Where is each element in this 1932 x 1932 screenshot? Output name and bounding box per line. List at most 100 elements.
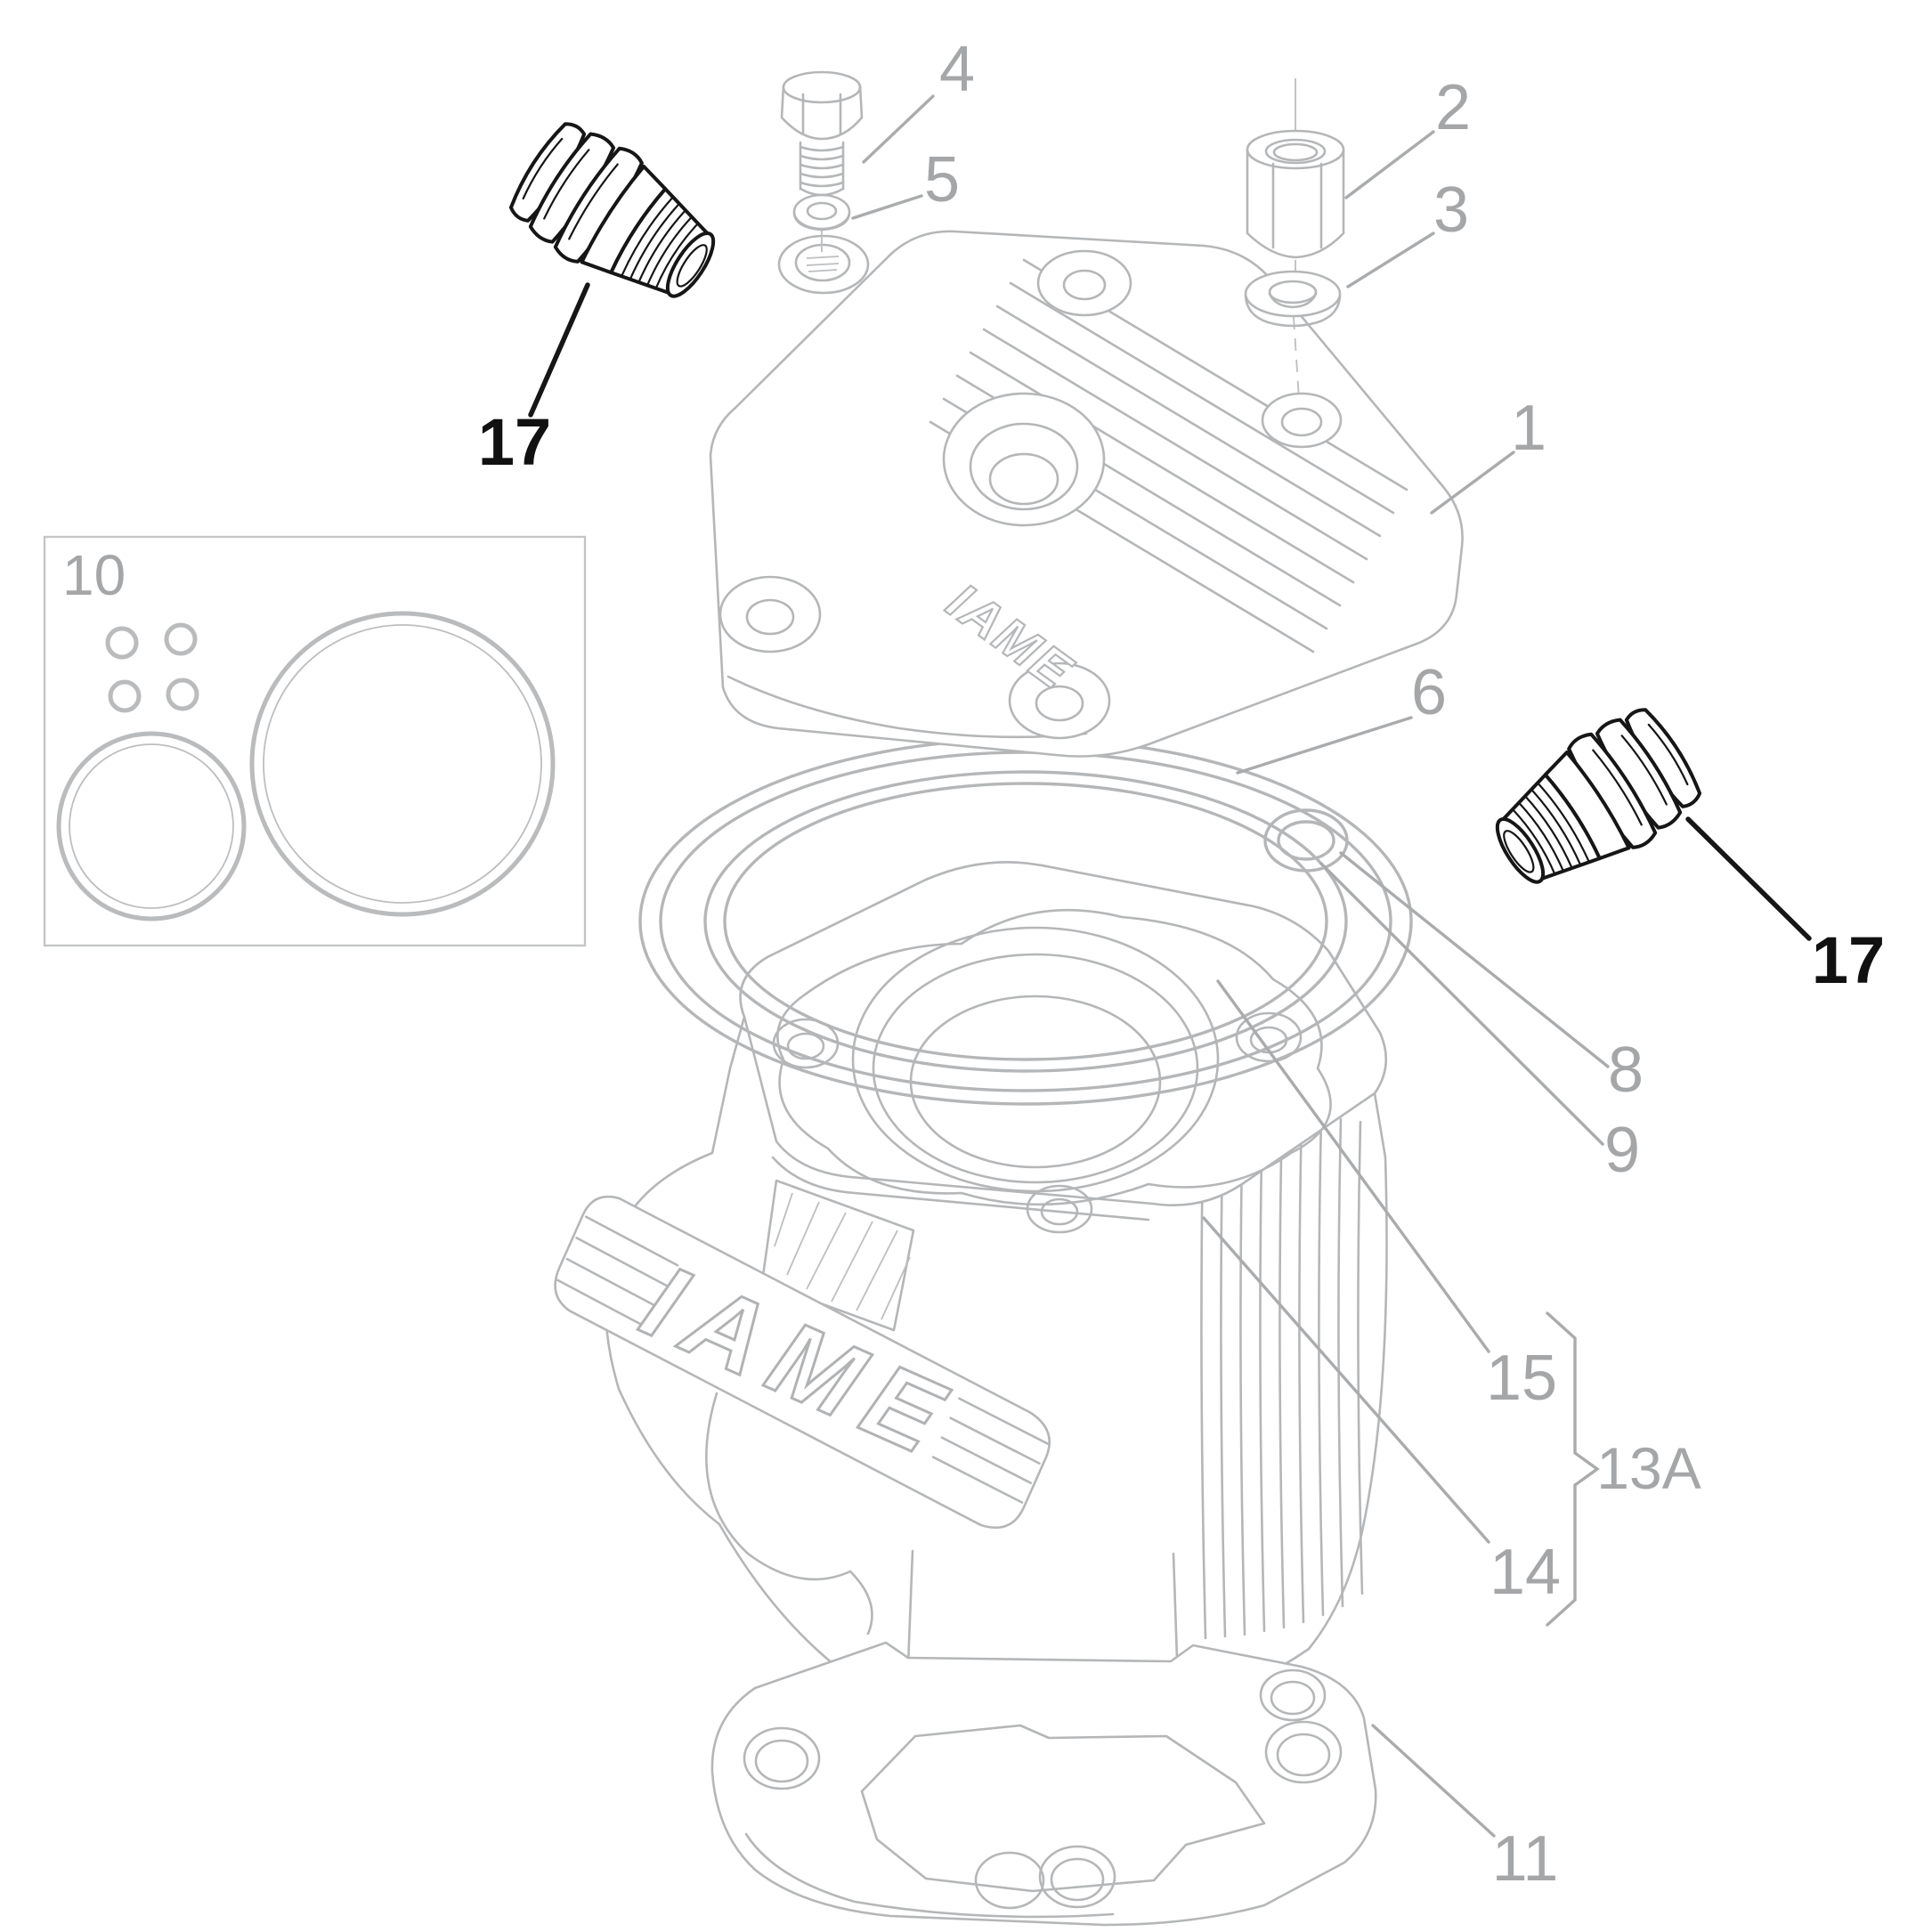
cylinder-lobe (848, 1570, 873, 1636)
flange-bolt-hole (974, 1851, 1045, 1910)
fitting-barb (1567, 732, 1658, 849)
part-label-17-left: 17 (478, 405, 551, 479)
spark-plug-hole (969, 422, 1079, 511)
part-label-15: 15 (1486, 1343, 1557, 1414)
kit-small-oring-1 (105, 626, 139, 660)
part-label-9: 9 (1604, 1115, 1640, 1186)
inner-gasket-ring (703, 770, 1348, 1073)
leader-part-14 (1202, 1216, 1490, 1544)
cover-fin (1009, 281, 1395, 515)
deck-stud-hole (1026, 1184, 1093, 1234)
bolt-head-facets (801, 93, 842, 135)
fitting-bore-inner (1503, 830, 1535, 873)
leader-part-17-left (528, 282, 590, 418)
flange-bolt-hole-inner (1276, 1733, 1331, 1777)
leader-part-1 (1430, 451, 1515, 515)
flange-bolt-hole (1259, 1668, 1327, 1722)
flange-thickness-edge (744, 1832, 1115, 1919)
logo-plate-rib (556, 1279, 651, 1330)
cylinder-fin (1298, 1112, 1305, 1624)
oring-kit-box: 10 (43, 535, 587, 947)
logo-plate-rib (949, 1417, 1041, 1465)
kit-medium-oring-inner (69, 743, 234, 909)
hatch-line (774, 1192, 793, 1247)
kit-box-outline (43, 535, 587, 947)
leader-part-6 (1236, 716, 1413, 775)
cylinder-lobe (705, 1392, 852, 1581)
bolt-head-top (782, 70, 862, 104)
bracket-part-13a (1546, 1311, 1600, 1627)
part-label-4: 4 (939, 34, 975, 105)
leader-part-9 (1319, 862, 1604, 1146)
cover-boss-front-hole (1035, 685, 1084, 722)
hatch-line (786, 1201, 820, 1276)
flange-bolt-hole (1038, 1845, 1116, 1909)
flange-bolt-hole-inner (1050, 1857, 1105, 1902)
nut-hole (1264, 138, 1327, 165)
cover-boss-rear-hole (1062, 269, 1107, 301)
flange-center-cutout (860, 1724, 1266, 1893)
base-flange (710, 1641, 1377, 1927)
logo-plate-rib (940, 1436, 1033, 1484)
part-label-13a: 13A (1596, 1435, 1701, 1501)
cylinder-bore-outer (851, 926, 1220, 1193)
part-label-2: 2 (1435, 72, 1471, 143)
cover-skirt-edge (727, 675, 1088, 739)
kit-small-oring-3 (108, 679, 142, 713)
fitting-bore-inner (676, 244, 708, 288)
cylinder-fin (1337, 1117, 1344, 1608)
nut-body (1246, 148, 1345, 259)
flange-bolt-hole-inner (1270, 1680, 1316, 1716)
hex-nut (1246, 129, 1345, 259)
nut-facets (1271, 162, 1323, 249)
leader-part-4 (862, 94, 935, 164)
cylinder-fin (1279, 1109, 1286, 1629)
kit-medium-oring-outer (56, 731, 247, 921)
part-label-3: 3 (1433, 175, 1469, 246)
cylinder-fin (1357, 1120, 1364, 1595)
bolt-threads (799, 145, 845, 188)
hatch-line (856, 1230, 898, 1311)
fitting-barb (553, 146, 644, 264)
plug-bolt (780, 70, 864, 197)
flange-outline (710, 1641, 1377, 1927)
cover-boss-left (718, 575, 822, 653)
part-label-5: 5 (924, 144, 960, 215)
fitting-barb (528, 132, 616, 244)
leader-part-5 (851, 194, 923, 220)
logo-plate-rib (584, 1215, 679, 1267)
leader-part-8 (1339, 851, 1610, 1068)
part-label-17-right: 17 (1812, 923, 1885, 997)
hose-fitting-right (1495, 708, 1702, 884)
logo-plate-rib (565, 1257, 661, 1309)
part-label-10: 10 (62, 543, 126, 607)
fitting-bore-opening (665, 231, 716, 298)
washer3-hole-depth (1268, 292, 1318, 309)
flange-bolt-hole (743, 1726, 821, 1790)
cylinder-head-cover: IAME (709, 230, 1464, 758)
cover-boss-rear (1036, 249, 1132, 317)
cylinder-fin (1318, 1115, 1325, 1617)
washer5-hole (806, 201, 838, 221)
cylinder-deck-plate (739, 861, 1388, 1206)
washer5-outer (792, 193, 851, 231)
deck-stud-hole-inner (1040, 1197, 1079, 1226)
cover-boss-right (1261, 392, 1343, 449)
part-label-14: 14 (1490, 1537, 1561, 1608)
head-gasket-rings (638, 737, 1413, 1106)
hose-fitting-left (508, 122, 716, 298)
cover-boss-left-hole (745, 598, 795, 636)
fitting-barb-shading (1592, 723, 1689, 826)
kit-small-oring-2 (164, 622, 198, 656)
leader-part-15 (1216, 979, 1490, 1353)
cover-fin (982, 328, 1368, 561)
washer5-thickness (792, 212, 851, 231)
hatch-line (831, 1221, 873, 1303)
fitting-barb (1624, 708, 1702, 808)
logo-plate-rib (958, 1397, 1050, 1446)
bolt-washer (792, 193, 851, 231)
cover-fin (995, 304, 1382, 538)
washer3-outer (1244, 270, 1342, 318)
part-label-8: 8 (1608, 1035, 1644, 1106)
